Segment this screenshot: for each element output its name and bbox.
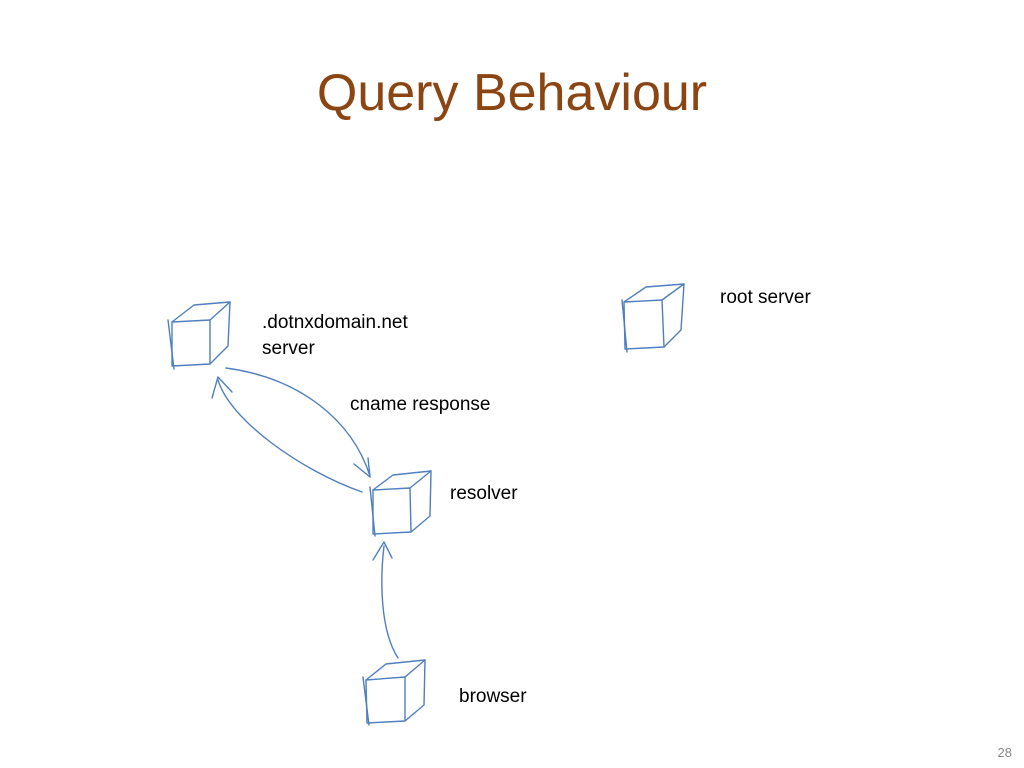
dotnx-server-cube-icon [167,301,231,370]
resolver-cube-icon [369,470,432,537]
resolver-query-arrow [211,376,363,493]
dotnx-server-label-line1: .dotnxdomain.net [262,312,408,333]
slide-title: Query Behaviour [316,64,708,122]
resolver-label: resolver [450,483,518,504]
page-number: 28 [997,745,1012,760]
browser-cube-icon [362,659,426,726]
root-server-cube-icon [621,283,685,353]
cname-response-label: cname response [350,394,491,415]
cname-response-arrow [225,367,371,478]
root-server-label: root server [720,287,811,308]
dotnx-server-label-line2: server [262,338,315,359]
browser-label: browser [459,686,527,707]
browser-query-arrow [372,541,399,659]
